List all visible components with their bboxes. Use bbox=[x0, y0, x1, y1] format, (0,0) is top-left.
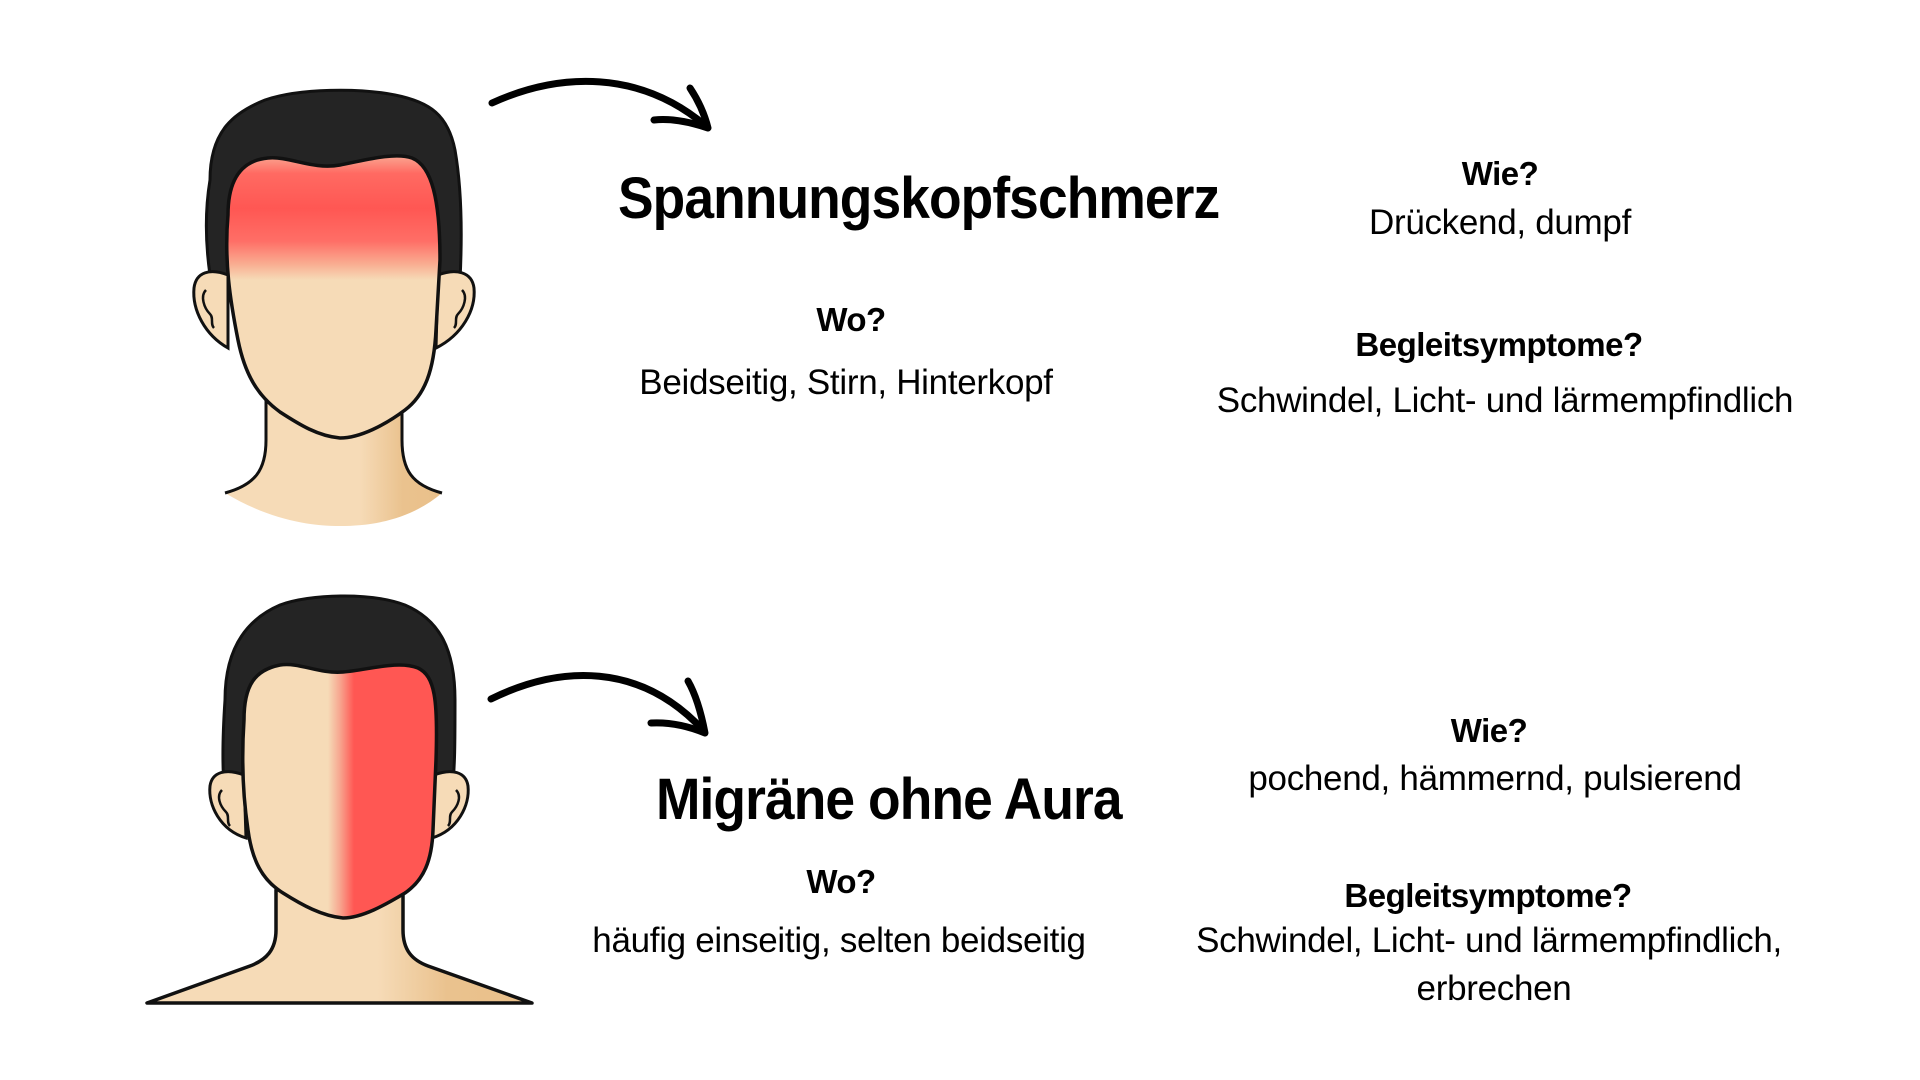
symptoms-text: Schwindel, Licht- und lärmempfindlich bbox=[1216, 381, 1794, 420]
ears bbox=[192, 270, 476, 351]
neck-shoulders-shape bbox=[145, 888, 534, 1005]
where-label: Wo? bbox=[806, 863, 876, 900]
how-label: Wie? bbox=[1450, 712, 1528, 749]
where-text: häufig einseitig, selten beidseitig bbox=[592, 921, 1086, 960]
symptoms-label: Begleitsymptome? bbox=[1344, 877, 1632, 914]
pain-area-forehead bbox=[226, 155, 440, 280]
symptoms-text-line-1: Schwindel, Licht- und lärmempfindlich, bbox=[1196, 921, 1782, 960]
neck-shape bbox=[224, 400, 443, 526]
how-text: pochend, hämmernd, pulsierend bbox=[1248, 759, 1742, 798]
symptoms-text-line-2: erbrechen bbox=[1416, 969, 1572, 1008]
where-label: Wo? bbox=[816, 301, 886, 338]
ears bbox=[208, 770, 470, 841]
face-shape bbox=[241, 662, 439, 920]
face-shape bbox=[225, 154, 442, 440]
how-text: Drückend, dumpf bbox=[1368, 203, 1632, 242]
section-title: Spannungskopfschmerz bbox=[618, 166, 1220, 231]
symptoms-label: Begleitsymptome? bbox=[1355, 326, 1643, 363]
where-text: Beidseitig, Stirn, Hinterkopf bbox=[639, 363, 1053, 402]
pain-area-one-side bbox=[242, 664, 437, 918]
how-label: Wie? bbox=[1461, 155, 1539, 192]
section-title: Migräne ohne Aura bbox=[656, 767, 1123, 832]
